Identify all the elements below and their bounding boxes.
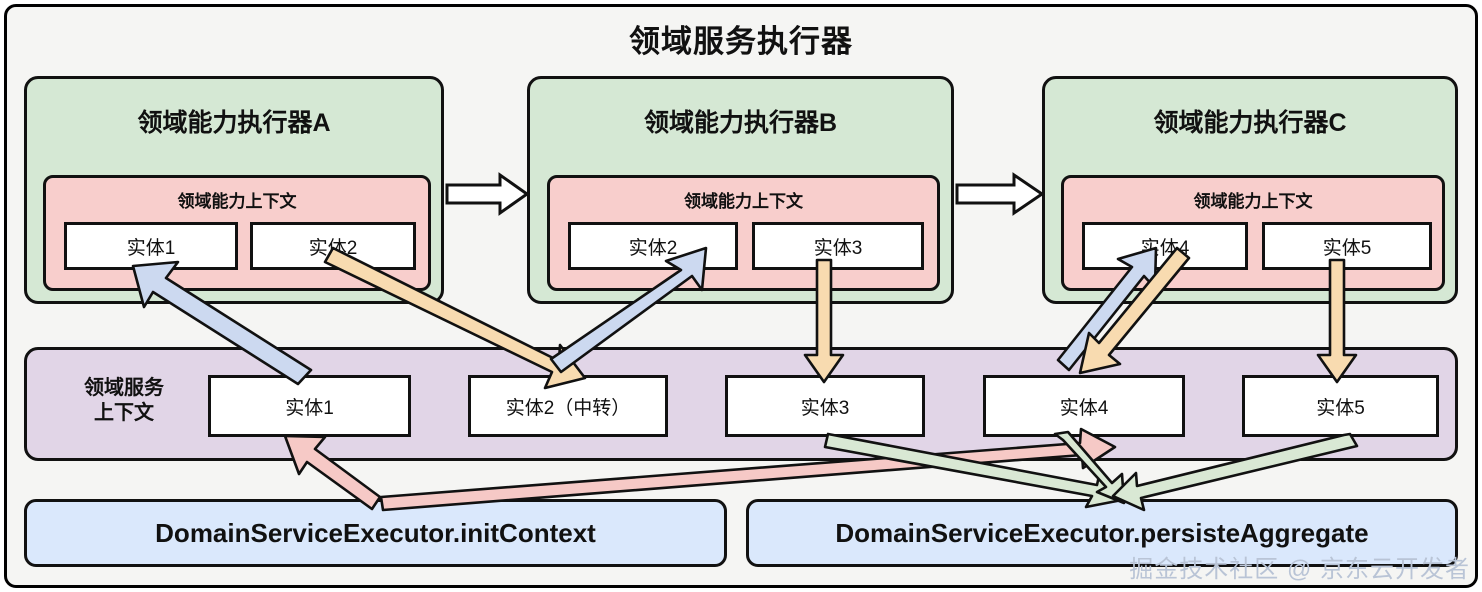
capability-context-c: 领域能力上下文 实体4 实体5	[1061, 175, 1445, 291]
domain-service-context-label: 领域服务 上下文	[49, 376, 199, 426]
entity-chip[interactable]: 实体2	[250, 222, 416, 270]
executor-a-title: 领域能力执行器A	[137, 109, 331, 137]
domain-service-context-band: 领域服务 上下文 实体1 实体2（中转） 实体3 实体4 实体5	[24, 347, 1458, 461]
executor-card-a[interactable]: 领域能力执行器A 领域能力上下文 实体1 实体2	[24, 76, 444, 304]
entity-chip[interactable]: 实体2	[568, 222, 738, 270]
service-entity-chip[interactable]: 实体4	[983, 375, 1185, 437]
capability-context-b-title: 领域能力上下文	[684, 192, 803, 211]
service-entity-chip[interactable]: 实体5	[1242, 375, 1439, 437]
entity-chip[interactable]: 实体5	[1262, 222, 1432, 270]
executor-card-b[interactable]: 领域能力执行器B 领域能力上下文 实体2 实体3	[527, 76, 954, 304]
watermark: 掘金技术社区 @ 京东云开发者	[1129, 556, 1470, 583]
entity-chip[interactable]: 实体3	[752, 222, 924, 270]
capability-context-a: 领域能力上下文 实体1 实体2	[43, 175, 431, 291]
capability-context-b: 领域能力上下文 实体2 实体3	[547, 175, 940, 291]
service-entity-chip[interactable]: 实体2（中转）	[468, 375, 668, 437]
capability-context-a-title: 领域能力上下文	[177, 192, 297, 211]
executor-card-c[interactable]: 领域能力执行器C 领域能力上下文 实体4 实体5	[1042, 76, 1458, 304]
service-label-line-1: 领域服务	[84, 377, 164, 399]
method-card-init-context[interactable]: DomainServiceExecutor.initContext	[24, 499, 727, 567]
entity-chip[interactable]: 实体4	[1082, 222, 1248, 270]
page-title: 领域服务执行器	[629, 24, 853, 59]
service-entity-chip[interactable]: 实体1	[208, 375, 411, 437]
entity-chip[interactable]: 实体1	[64, 222, 238, 270]
executor-c-title: 领域能力执行器C	[1153, 109, 1347, 137]
service-label-line-2: 上下文	[94, 402, 154, 424]
executor-b-title: 领域能力执行器B	[643, 109, 838, 137]
service-entity-chip[interactable]: 实体3	[725, 375, 925, 437]
capability-context-c-title: 领域能力上下文	[1193, 192, 1313, 211]
